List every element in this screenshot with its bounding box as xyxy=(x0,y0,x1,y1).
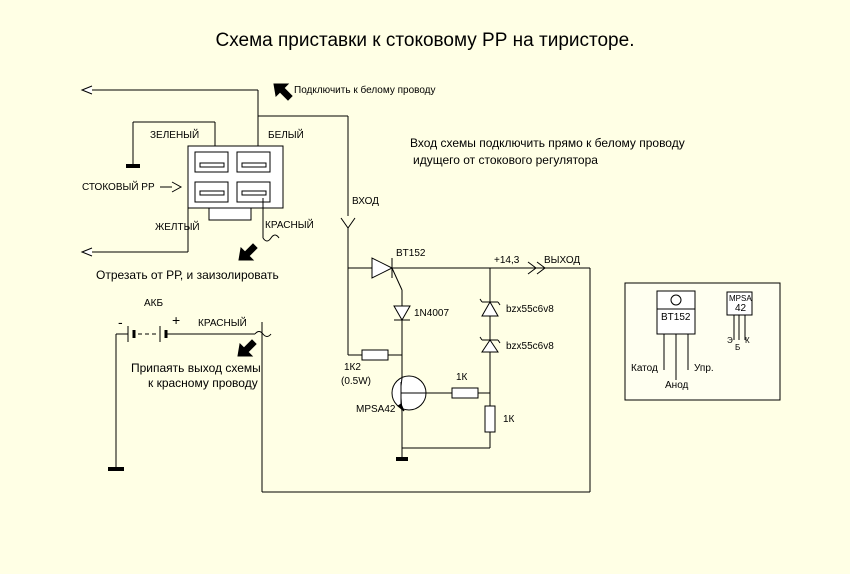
cut-arrow-icon xyxy=(238,243,258,261)
resistor-1k-base-symbol xyxy=(426,387,490,399)
connect-white-label: Подключить к белому проводу xyxy=(294,85,436,96)
diode-1n4007-symbol xyxy=(393,290,411,378)
transistor-mpsa42-symbol xyxy=(391,375,427,461)
yellow-wire-label: ЖЕЛТЫЙ xyxy=(155,222,200,233)
thyristor-symbol xyxy=(371,257,590,291)
zener-2-label: bzx55c6v8 xyxy=(506,341,554,352)
diode-label: 1N4007 xyxy=(414,308,450,319)
pinout-gate-label: Упр. xyxy=(694,363,714,374)
solder-line-1: Припаять выход схемы xyxy=(131,361,261,375)
pinout-anode-label: Анод xyxy=(665,380,689,391)
wire-white-to-input xyxy=(258,115,356,268)
note-line-1: Вход схемы подключить прямо к белому про… xyxy=(410,136,685,150)
resistor-1k-ground-symbol xyxy=(402,405,496,449)
page-title: Схема приставки к стоковому РР на тирист… xyxy=(215,30,635,51)
battery-plus-label: + xyxy=(172,312,181,328)
pinout-mpsa-line1: MPSA xyxy=(729,294,752,303)
pinout-emitter-label: Э xyxy=(727,336,733,345)
resistor-1k2-power-label: (0.5W) xyxy=(341,376,371,387)
resistor-1k-ground-label: 1К xyxy=(503,414,515,425)
pinout-box xyxy=(624,282,781,401)
wire-input-to-thyristor xyxy=(347,267,372,356)
pinout-base-label: Б xyxy=(735,343,741,352)
pinout-mpsa-line2: 42 xyxy=(735,303,747,314)
wire-top-left-arrow xyxy=(80,85,259,152)
battery-minus-label: - xyxy=(118,314,123,330)
voltage-label: +14,3 xyxy=(494,255,520,266)
red-wire-cut xyxy=(262,198,280,242)
input-label: ВХОД xyxy=(352,196,379,207)
resistor-1k-base-label: 1К xyxy=(456,372,468,383)
note-line-2: идущего от стокового регулятора xyxy=(413,153,598,167)
cut-off-label: Отрезать от РР, и заизолировать xyxy=(96,268,279,282)
connect-white-arrow-icon xyxy=(273,83,293,101)
green-wire-label: ЗЕЛЕНЫЙ xyxy=(150,130,200,141)
wire-output xyxy=(261,261,591,493)
battery-label: АКБ xyxy=(144,298,164,309)
battery-symbol xyxy=(108,326,272,471)
wire-green-ground xyxy=(126,121,216,168)
zener-1-label: bzx55c6v8 xyxy=(506,304,554,315)
stock-rr-label: СТОКОВЫЙ РР xyxy=(82,182,155,193)
solder-line-2: к красному проводу xyxy=(148,376,258,390)
transistor-label: MPSA42 xyxy=(356,404,396,415)
connector-block xyxy=(187,145,284,221)
solder-arrow-icon xyxy=(237,339,257,357)
pinout-cathode-label: Катод xyxy=(631,363,658,374)
resistor-1k2-symbol xyxy=(361,349,402,361)
resistor-1k2-label: 1К2 xyxy=(344,362,361,373)
stock-rr-input-arrow xyxy=(160,181,183,193)
output-label: ВЫХОД xyxy=(544,255,581,266)
thyristor-label: BT152 xyxy=(396,248,426,259)
white-wire-label: БЕЛЫЙ xyxy=(268,130,304,141)
zener-chain-symbol xyxy=(479,268,501,406)
pinout-collector-label: К xyxy=(745,336,750,345)
red-wire-label-2: КРАСНЫЙ xyxy=(198,318,247,329)
pinout-bt152-label: BT152 xyxy=(661,312,691,323)
red-wire-label: КРАСНЫЙ xyxy=(265,220,314,231)
